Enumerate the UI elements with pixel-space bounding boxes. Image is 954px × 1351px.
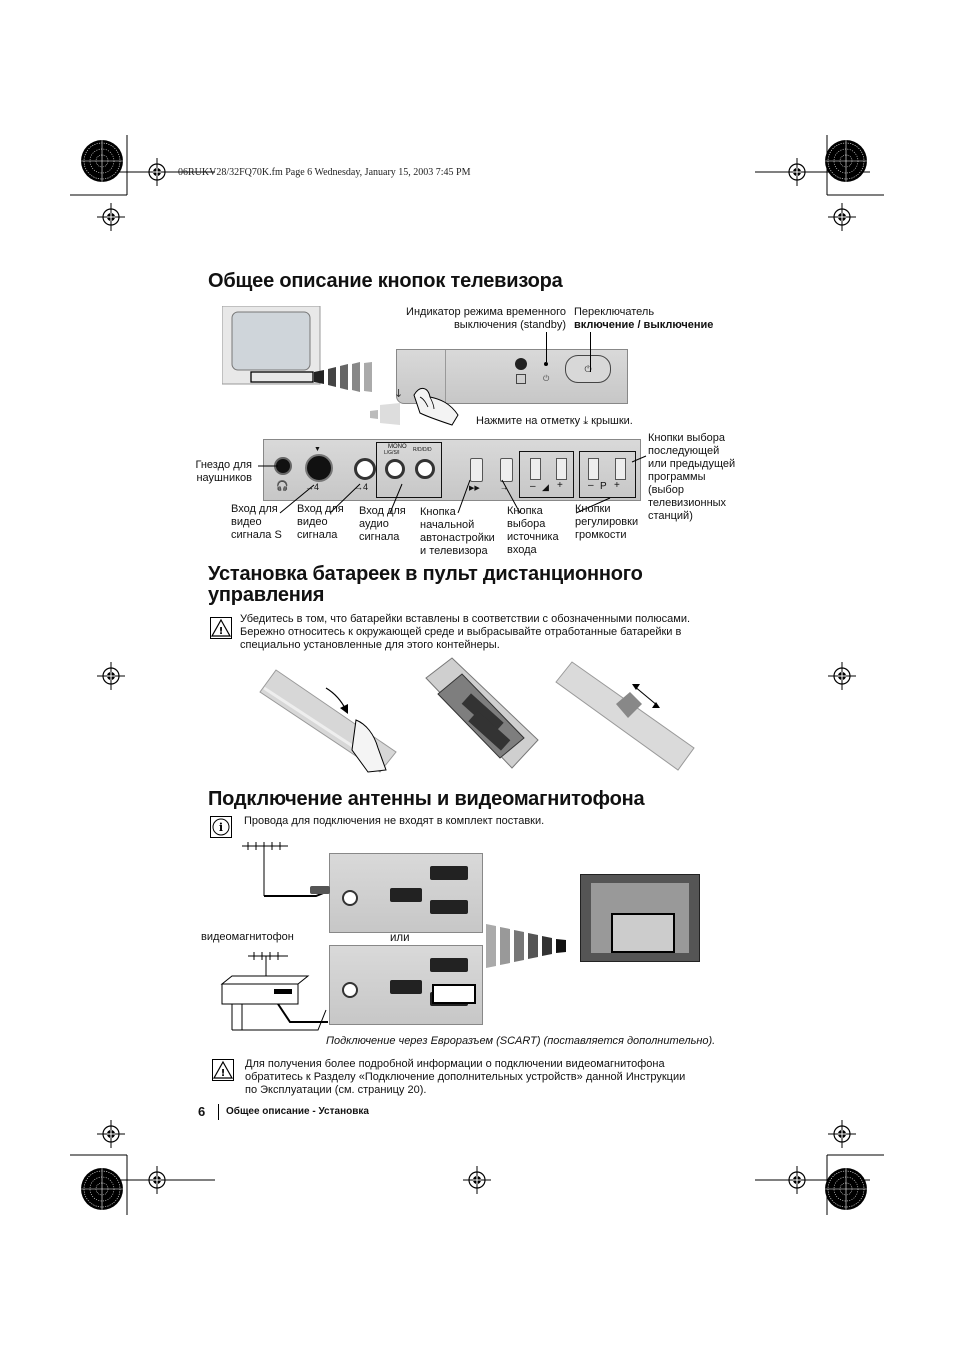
standby-label-line2: выключения (standby) [366,319,566,332]
zoom-stripes-2-graphic [486,924,586,968]
footer-section: Общее описание - Установка [226,1106,369,1117]
svideo-label: Вход для видео сигнала S [231,503,282,542]
info-icon-graphic: i [210,816,232,838]
power-label-line1: Переключатель [574,306,713,319]
standby-indicator-label: Индикатор режима временного выключения (… [366,306,566,332]
vcr-label: видеомагнитофон [201,931,294,944]
remote-sensor [515,358,527,370]
antenna-diagram [236,840,336,910]
program-buttons-label: Кнопки выбора последующей или предыдущей… [648,432,735,523]
zoom-stripes-1 [314,362,374,392]
tv-back-connector-area [611,913,675,953]
scart-1-mid[interactable] [390,888,422,902]
antenna-graphic [236,840,336,910]
section-title-antenna: Подключение антенны и видеомагнитофона [208,789,644,810]
section-title-buttons: Общее описание кнопок телевизора [208,271,563,292]
svg-text:↓: ↓ [394,387,403,400]
vcr-graphic [218,950,338,1040]
video-label: Вход для видео сигнала [297,503,344,542]
rf-jack-2[interactable] [342,982,358,998]
scart-2-top[interactable] [430,958,468,972]
remote-step-1 [256,664,406,774]
source-label: Кнопка выбора источника входа [507,505,559,557]
power-button[interactable]: ⏻ [565,355,611,383]
svg-text:i: i [219,821,223,834]
headphones-label: Гнездо для наушников [180,459,252,485]
zoom-stripes-2 [486,924,586,968]
remote-step-2-graphic [412,654,542,774]
cover-mark-icon: ⤓ [583,414,588,427]
zoom-stripes-graphic [314,362,374,392]
svg-text:!: ! [219,626,224,637]
press-cover-label: Нажмите на отметку ⤓ крышки. [476,414,633,428]
or-label: или [390,932,410,945]
warning-icon: ! [210,617,232,639]
scart-caption: Подключение через Евроразъем (SCART) (по… [326,1035,715,1048]
power-leader [590,332,591,372]
power-switch-label: Переключатель включение / выключение [574,306,713,332]
battery-warning-text: Убедитесь в том, что батарейки вставлены… [240,613,760,652]
rear-panel-bottom [329,945,483,1025]
scart-1-bottom[interactable] [430,900,468,914]
svg-text:!: ! [221,1068,226,1079]
hand-graphic: ↓ [370,375,480,435]
vcr-diagram [218,950,338,1040]
rf-jack-1[interactable] [342,890,358,906]
rear-panel-plug-1 [310,886,330,894]
standby-label-line1: Индикатор режима временного [366,306,566,319]
standby-leader [546,332,547,362]
footer-divider [218,1104,219,1120]
note-warning-icon-graphic: ! [212,1059,234,1081]
audio-label: Вход для аудио сигнала [359,505,406,544]
page-number: 6 [198,1104,205,1119]
note-warning-icon: ! [212,1059,234,1081]
rear-panel-top [329,853,483,933]
autotune-label: Кнопка начальной автонастройки и телевиз… [420,506,495,558]
power-label-line2: включение / выключение [574,319,713,332]
volume-label: Кнопки регулировки громкости [575,503,638,542]
warning-icon-graphic: ! [210,617,232,639]
section-title-batteries: Установка батареек в пульт дистанционног… [208,564,643,606]
vcr-note-text: Для получения более подробной информации… [245,1058,755,1097]
remote-step-2 [412,654,542,774]
page-header: 06RUKV28/32FQ70K.fm Page 6 Wednesday, Ja… [178,167,471,178]
scart-1-top[interactable] [430,866,468,880]
remote-step-1-graphic [256,664,406,774]
standby-indicator [544,362,548,366]
info-text: Провода для подключения не входят в комп… [244,815,544,828]
remote-step-3 [552,658,702,774]
hand-pressing-cover: ↓ [370,375,480,435]
info-icon: i [210,816,232,838]
remote-step-3-graphic [552,658,702,774]
tv-back-photo [580,874,700,962]
scart-plug-highlight [432,984,476,1004]
scart-2-mid[interactable] [390,980,422,994]
